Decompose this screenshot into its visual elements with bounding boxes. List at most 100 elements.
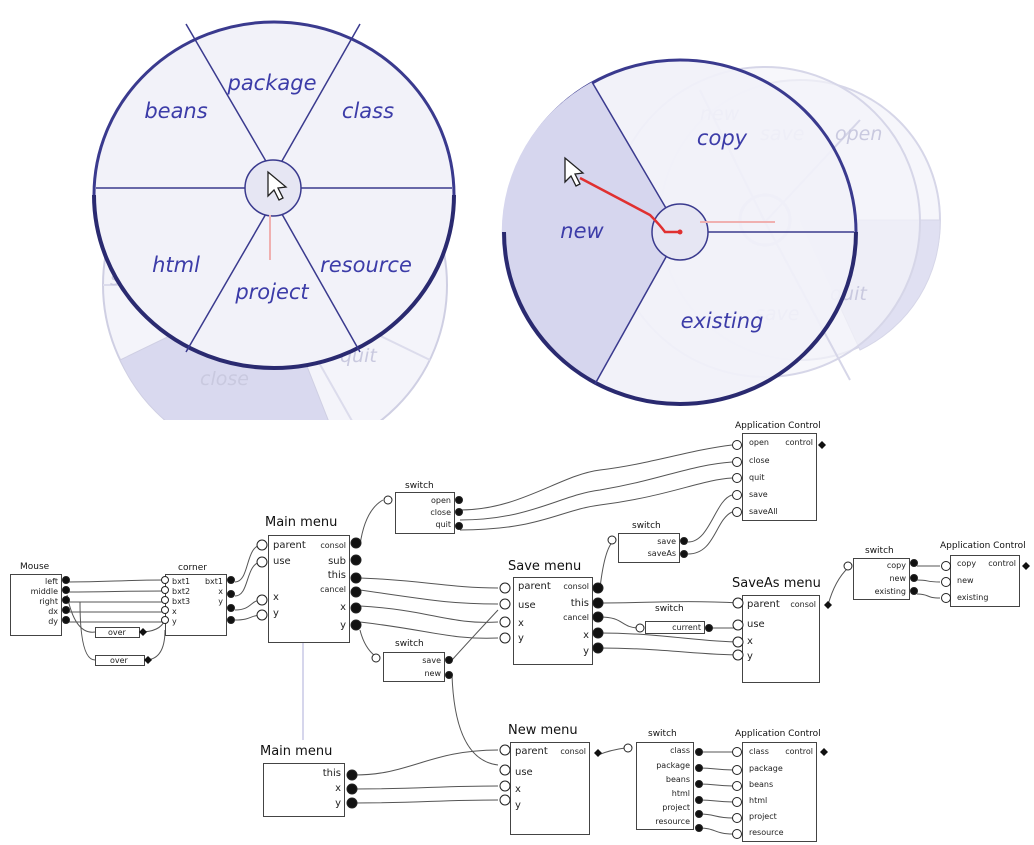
switch-node-title: switch — [405, 481, 434, 491]
pie1-item-label: package — [226, 71, 316, 95]
corner-node[interactable]: bxt1 bxt2 bxt3 x y bxt1 x y — [165, 574, 227, 636]
port-label: y — [218, 597, 223, 606]
port-label: consol — [320, 541, 346, 550]
pie1-ghost-label: close — [200, 368, 249, 390]
port-label: control — [988, 559, 1016, 568]
port-label: sub — [328, 556, 346, 567]
port-label: y — [340, 620, 346, 631]
saveas-menu-node[interactable]: parent consol use x y — [742, 595, 820, 683]
port-label: project — [662, 803, 690, 812]
port-label: use — [273, 556, 291, 567]
port-label: cancel — [320, 585, 346, 594]
port-label: saveAll — [749, 507, 778, 516]
port-label: class — [749, 747, 769, 756]
port-label: bxt3 — [172, 597, 191, 606]
pie2-item-label: existing — [681, 309, 764, 333]
port-label: parent — [515, 746, 548, 757]
app-control-node-title: Application Control — [735, 729, 821, 739]
corner-node-title: corner — [178, 563, 207, 573]
port-label: save — [749, 490, 768, 499]
port-label: y — [747, 651, 753, 662]
port-label: x — [518, 618, 524, 629]
port-label: bxt1 — [204, 577, 223, 586]
switch-node-title: switch — [655, 604, 684, 614]
pie2-item-label: copy — [697, 126, 748, 150]
pie2-item-label: new — [560, 219, 604, 243]
port-label: package — [656, 761, 690, 770]
mouse-node-title: Mouse — [20, 562, 50, 572]
app-control-node[interactable]: copy control new existing — [950, 555, 1020, 607]
saveas-menu-node-title: SaveAs menu — [732, 576, 821, 591]
pie1-item-label: beans — [144, 99, 207, 123]
switch-node[interactable]: save new — [383, 652, 445, 682]
port-label: resource — [749, 828, 784, 837]
pie-menus-illustration: new open close quit save package class r… — [92, 20, 941, 420]
port-label: class — [670, 746, 690, 755]
port-label: middle — [30, 587, 58, 596]
port-label: existing — [957, 593, 989, 602]
switch-node-title: switch — [632, 521, 661, 531]
port-label: new — [889, 574, 906, 583]
port-label: close — [430, 508, 451, 517]
port-label: parent — [747, 599, 780, 610]
main-menu-node-title: Main menu — [265, 515, 338, 530]
over-node[interactable]: over — [95, 655, 145, 666]
app-control-node[interactable]: class control package beans html project… — [742, 742, 817, 842]
port-label: project — [749, 812, 777, 821]
port-label: y — [518, 633, 524, 644]
switch-node[interactable]: open close quit — [395, 492, 455, 534]
over-node[interactable]: over — [95, 627, 140, 638]
port-label: existing — [874, 587, 906, 596]
mouse-node[interactable]: left middle right dx dy — [10, 574, 62, 636]
port-label: y — [515, 800, 521, 811]
port-label: dy — [48, 617, 58, 626]
port-label: beans — [665, 775, 690, 784]
save-menu-node[interactable]: parent use x y consol this cancel x y — [513, 577, 593, 665]
port-label: dx — [48, 607, 58, 616]
port-label: use — [747, 619, 765, 630]
port-label: open — [749, 438, 769, 447]
port-label: copy — [957, 559, 977, 568]
port-label: x — [218, 587, 223, 596]
port-label: save — [657, 537, 676, 546]
port-label: x — [335, 783, 341, 794]
switch-node[interactable]: class package beans html project resourc… — [636, 742, 694, 830]
port-label: new — [424, 669, 441, 678]
pie1-item-label: resource — [320, 253, 412, 277]
port-label: bxt1 — [172, 577, 191, 586]
switch-node[interactable]: copy new existing — [853, 558, 910, 600]
new-menu-node[interactable]: parent consol use x y — [510, 742, 590, 835]
port-label: consol — [560, 747, 586, 756]
save-menu-node-title: Save menu — [508, 559, 582, 574]
port-label: x — [172, 607, 177, 616]
switch-node[interactable]: save saveAs — [618, 533, 680, 563]
pie1-item-label: html — [152, 253, 200, 277]
port-label: this — [327, 570, 346, 581]
app-control-node[interactable]: open control close quit save saveAll — [742, 433, 817, 521]
port-label: y — [335, 798, 341, 809]
port-label: package — [749, 764, 783, 773]
pie-menu-1: package class resource project html bean… — [92, 20, 456, 370]
port-label: open — [431, 496, 451, 505]
port-label: quit — [435, 520, 451, 529]
port-label: x — [747, 636, 753, 647]
port-label: html — [671, 789, 690, 798]
pie-menu-2: copy existing new — [501, 58, 858, 406]
port-label: right — [39, 597, 58, 606]
port-label: save — [422, 656, 441, 665]
switch-node[interactable]: current — [645, 621, 705, 634]
port-label: cancel — [563, 613, 589, 622]
switch-node-title: switch — [648, 729, 677, 739]
port-label: x — [583, 630, 589, 641]
port-label: new — [957, 576, 974, 585]
pie2-ghost-label: open — [835, 123, 882, 145]
app-control-node-title: Application Control — [940, 541, 1026, 551]
port-label: close — [749, 456, 770, 465]
main-menu-node[interactable]: this x y — [263, 763, 345, 817]
port-label: y — [273, 608, 279, 619]
port-label: control — [785, 438, 813, 447]
main-menu-node[interactable]: parent use x y consol sub this cancel x … — [268, 535, 350, 643]
port-label: control — [785, 747, 813, 756]
